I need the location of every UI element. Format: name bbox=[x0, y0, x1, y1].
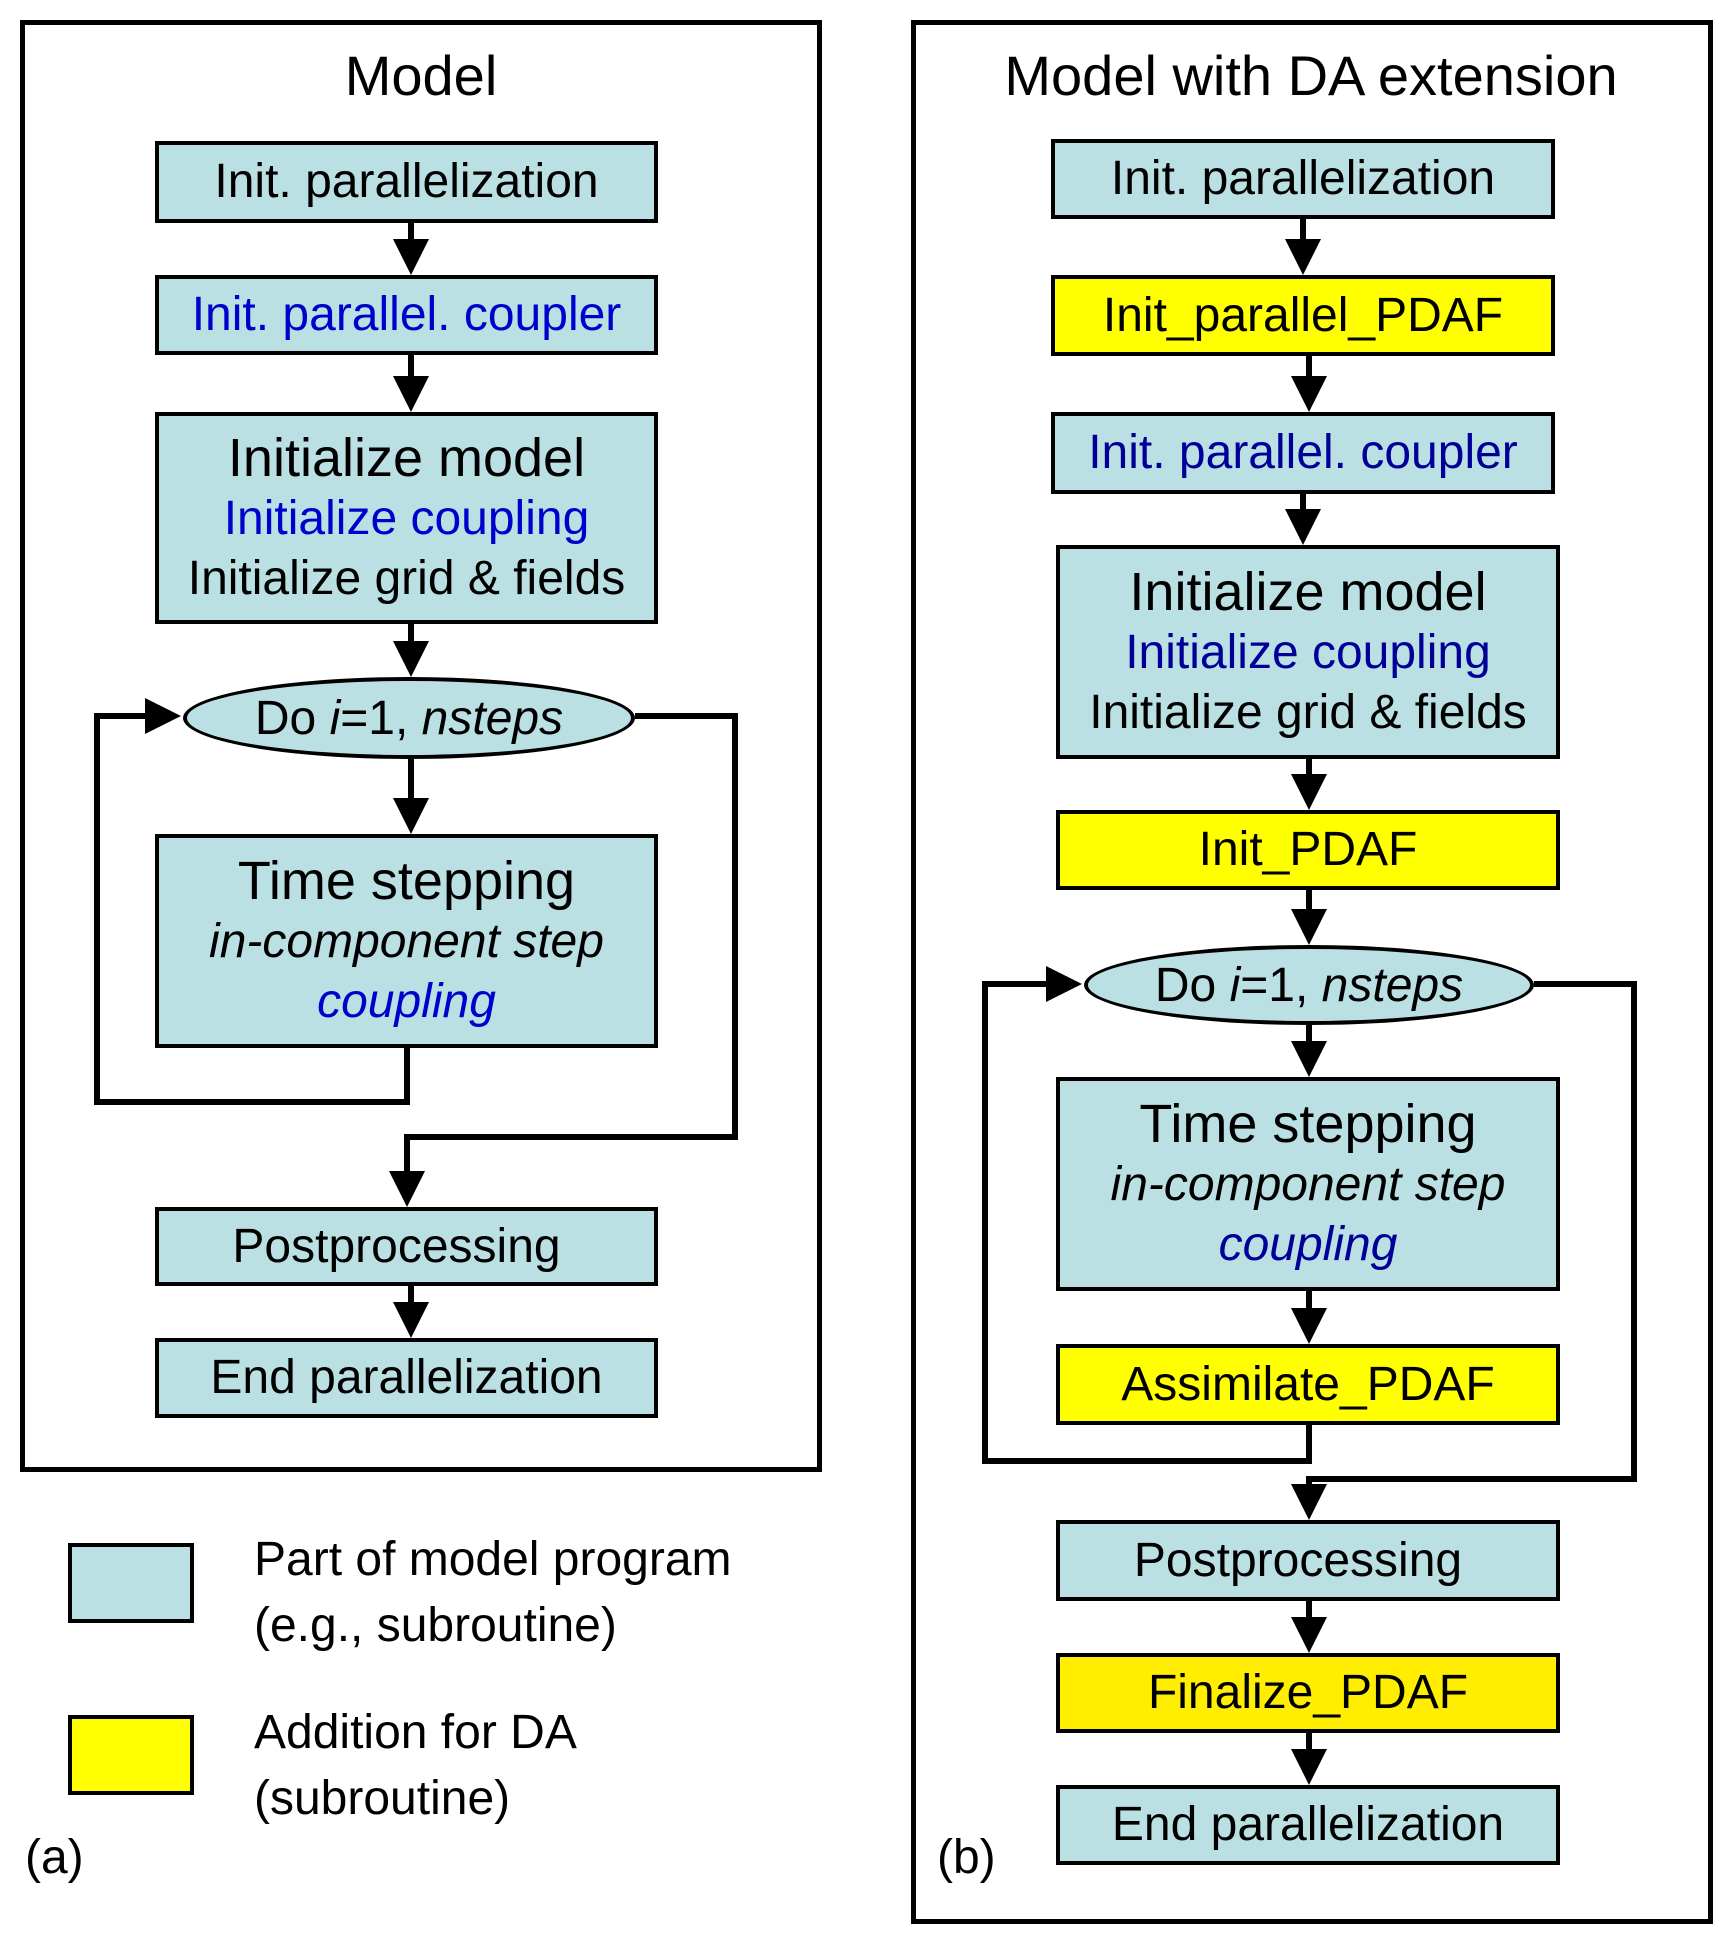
panel-model-title: Model bbox=[344, 44, 498, 107]
legend-line: Part of model program bbox=[254, 1533, 732, 1586]
loop-limit: nsteps bbox=[1321, 958, 1464, 1012]
step-sub-coupling: Initialize coupling bbox=[223, 492, 590, 545]
legend-line: Addition for DA bbox=[254, 1706, 577, 1759]
step-end-parallelization: End parallelization bbox=[155, 1338, 658, 1418]
step-init-parallel-pdaf: Init_parallel_PDAF bbox=[1051, 275, 1555, 356]
step-label: Assimilate_PDAF bbox=[1121, 1357, 1495, 1411]
legend-swatch-da-addition bbox=[68, 1715, 194, 1795]
legend-line: (e.g., subroutine) bbox=[254, 1599, 617, 1652]
loop-prefix: Do bbox=[1154, 958, 1230, 1012]
step-initialize-model-b: Initialize model Initialize coupling Ini… bbox=[1056, 545, 1560, 759]
step-assimilate-pdaf: Assimilate_PDAF bbox=[1056, 1344, 1560, 1425]
legend-line: (subroutine) bbox=[254, 1772, 511, 1825]
step-label: Init. parallelization bbox=[214, 155, 599, 208]
step-init-pdaf: Init_PDAF bbox=[1056, 810, 1560, 890]
loop-exit-line bbox=[389, 713, 738, 1207]
step-label: Postprocessing bbox=[232, 1219, 561, 1273]
panel-model bbox=[20, 20, 822, 1472]
panel-b-label: (b) bbox=[937, 1831, 996, 1884]
step-sub-grid: Initialize grid & fields bbox=[187, 552, 626, 605]
step-label: End parallelization bbox=[210, 1351, 603, 1404]
step-heading: Time stepping bbox=[1139, 1094, 1477, 1154]
step-sub-grid: Initialize grid & fields bbox=[1089, 686, 1527, 739]
step-label: Init_parallel_PDAF bbox=[1102, 288, 1504, 342]
step-label: Init. parallel. coupler bbox=[1088, 426, 1518, 479]
step-sub-coupling: Initialize coupling bbox=[1125, 626, 1491, 679]
step-heading: Initialize model bbox=[227, 428, 586, 488]
step-init-parallel-coupler-b: Init. parallel. coupler bbox=[1051, 412, 1555, 494]
step-label: End parallelization bbox=[1111, 1798, 1505, 1851]
loop-do-nsteps: Do i=1, nsteps bbox=[183, 677, 635, 759]
step-time-stepping-b: Time stepping in-component step coupling bbox=[1056, 1077, 1560, 1291]
step-time-stepping: Time stepping in-component step coupling bbox=[155, 834, 658, 1048]
legend-swatch-model-part bbox=[68, 1543, 194, 1623]
step-end-parallelization-b: End parallelization bbox=[1056, 1785, 1560, 1865]
step-sub-in-component: in-component step bbox=[1110, 1158, 1506, 1211]
panel-model-da bbox=[911, 20, 1713, 1924]
step-label: Postprocessing bbox=[1133, 1533, 1463, 1587]
panel-model-da-title: Model with DA extension bbox=[1004, 44, 1618, 107]
step-label: Finalize_PDAF bbox=[1147, 1666, 1469, 1719]
step-initialize-model: Initialize model Initialize coupling Ini… bbox=[155, 412, 658, 624]
loop-mid: =1, bbox=[340, 691, 422, 745]
step-sub-coupling: coupling bbox=[317, 975, 496, 1028]
step-heading: Initialize model bbox=[1129, 562, 1487, 622]
loop-do-nsteps-b: Do i=1, nsteps bbox=[1084, 945, 1534, 1025]
step-label: Init. parallelization bbox=[1110, 152, 1496, 205]
loop-mid: =1, bbox=[1240, 958, 1322, 1012]
step-init-parallel-coupler: Init. parallel. coupler bbox=[155, 275, 658, 355]
step-finalize-pdaf: Finalize_PDAF bbox=[1056, 1653, 1560, 1733]
loop-limit: nsteps bbox=[421, 691, 564, 745]
loop-exit-line-b bbox=[1291, 981, 1637, 1520]
step-label: Init. parallel. coupler bbox=[191, 288, 622, 341]
step-sub-in-component: in-component step bbox=[209, 915, 604, 968]
step-heading: Time stepping bbox=[237, 851, 576, 911]
step-label: Init_PDAF bbox=[1198, 823, 1418, 876]
legend-text-model-part: Part of model program (e.g., subroutine) bbox=[254, 1527, 732, 1659]
loop-var: i bbox=[1229, 958, 1241, 1012]
step-postprocessing: Postprocessing bbox=[155, 1207, 658, 1286]
legend-text-da-addition: Addition for DA (subroutine) bbox=[254, 1700, 577, 1832]
step-postprocessing-b: Postprocessing bbox=[1056, 1520, 1560, 1601]
loop-back-line-b bbox=[982, 966, 1312, 1464]
step-init-parallelization: Init. parallelization bbox=[155, 141, 658, 223]
loop-back-line bbox=[94, 698, 410, 1105]
loop-var: i bbox=[329, 691, 341, 745]
loop-prefix: Do bbox=[254, 691, 330, 745]
step-init-parallelization-b: Init. parallelization bbox=[1051, 139, 1555, 219]
panel-a-label: (a) bbox=[25, 1831, 84, 1884]
step-sub-coupling: coupling bbox=[1218, 1218, 1398, 1271]
